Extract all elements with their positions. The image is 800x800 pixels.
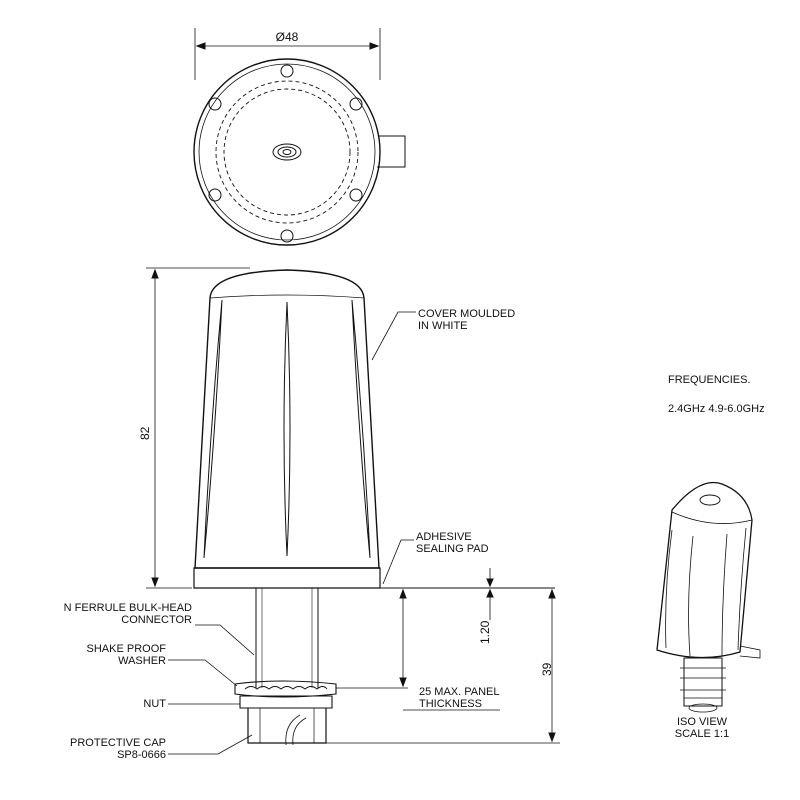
cover-callout-line-1: COVER MOULDED	[418, 308, 516, 320]
connector-callout-line-1: N FERRULE BULK-HEAD	[63, 602, 192, 614]
cap-callout: PROTECTIVE CAP SP8-0666	[20, 737, 166, 761]
nut-callout: NUT	[143, 698, 166, 710]
diameter-dimension: Ø48	[275, 30, 299, 44]
washer-callout: SHAKE PROOF WASHER	[40, 643, 166, 667]
cap-callout-line-2: SP8-0666	[117, 749, 166, 761]
height-dimension: 82	[138, 426, 152, 440]
panel-callout-line-1: 25 MAX. PANEL	[419, 686, 500, 698]
washer-callout-line-2: WASHER	[118, 655, 166, 667]
pad-thickness-dimension: 1.20	[478, 620, 492, 644]
connector-callout: N FERRULE BULK-HEAD CONNECTOR	[30, 602, 192, 626]
panel-callout: 25 MAX. PANEL THICKNESS	[419, 686, 500, 710]
cover-callout-line-2: IN WHITE	[418, 320, 468, 332]
iso-view-caption: ISO VIEW SCALE 1:1	[664, 716, 740, 740]
connector-callout-line-2: CONNECTOR	[121, 614, 192, 626]
washer-callout-line-1: SHAKE PROOF	[86, 643, 166, 655]
adhesive-callout-line-1: ADHESIVE	[416, 531, 472, 543]
adhesive-callout-line-2: SEALING PAD	[416, 543, 489, 555]
iso-view-title: ISO VIEW	[676, 716, 728, 728]
panel-callout-line-2: THICKNESS	[419, 698, 482, 710]
adhesive-callout: ADHESIVE SEALING PAD	[416, 531, 489, 555]
frequencies-title: FREQUENCIES.	[668, 374, 751, 386]
cover-callout: COVER MOULDED IN WHITE	[418, 308, 515, 332]
top-view	[193, 28, 406, 246]
connector-length-dimension: 39	[540, 662, 554, 676]
frequencies-values: 2.4GHz 4.9-6.0GHz	[668, 403, 765, 415]
iso-view-scale: SCALE 1:1	[674, 728, 730, 740]
cap-callout-line-1: PROTECTIVE CAP	[70, 737, 166, 749]
side-view	[146, 267, 560, 755]
iso-view	[656, 481, 761, 713]
